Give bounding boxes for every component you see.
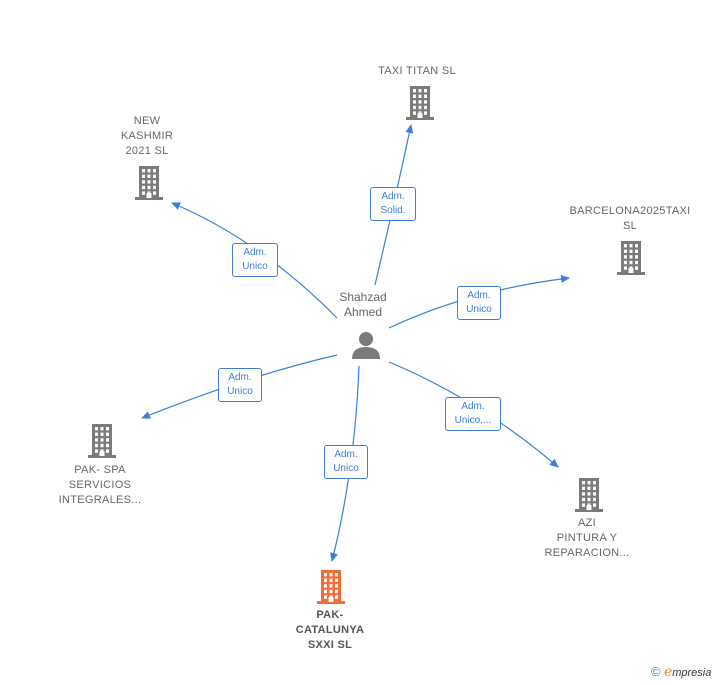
brand-footer: © empresia: [651, 664, 711, 680]
node-label-barcelona2025taxi[interactable]: BARCELONA2025TAXI SL: [569, 205, 691, 232]
copyright-icon: ©: [651, 664, 661, 679]
person-name: Shahzad Ahmed: [339, 290, 387, 319]
brand-logo-text: mpresia: [672, 667, 712, 679]
building-icon-azi[interactable]: [573, 476, 605, 512]
node-label-pak-catalunya[interactable]: PAK- CATALUNYA SXXI SL: [295, 609, 365, 651]
node-label-azi[interactable]: AZI PINTURA Y REPARACION...: [544, 517, 630, 559]
brand-logo-initial: e: [663, 664, 673, 680]
edge-label-taxi-titan[interactable]: Adm. Solid.: [370, 187, 416, 221]
edge-label-azi[interactable]: Adm. Unico,...: [445, 397, 501, 431]
building-icon-pak-spa[interactable]: [86, 422, 118, 458]
person-icon[interactable]: [351, 330, 381, 360]
node-label-new-kashmir[interactable]: NEW KASHMIR 2021 SL: [120, 115, 174, 157]
edge-label-pak-spa[interactable]: Adm. Unico: [218, 368, 262, 402]
edge-label-new-kashmir[interactable]: Adm. Unico: [232, 243, 278, 277]
edge-label-pak-catalunya[interactable]: Adm. Unico: [324, 445, 368, 479]
node-label-taxi-titan[interactable]: TAXI TITAN SL: [378, 65, 456, 77]
building-icon-barcelona2025taxi[interactable]: [615, 239, 647, 275]
building-icon-taxi-titan[interactable]: [404, 84, 436, 120]
building-icon-pak-catalunya[interactable]: [315, 568, 347, 604]
node-label-pak-spa[interactable]: PAK- SPA SERVICIOS INTEGRALES...: [58, 464, 142, 506]
edge-label-barcelona2025taxi[interactable]: Adm. Unico: [457, 286, 501, 320]
building-icon-new-kashmir[interactable]: [133, 164, 165, 200]
